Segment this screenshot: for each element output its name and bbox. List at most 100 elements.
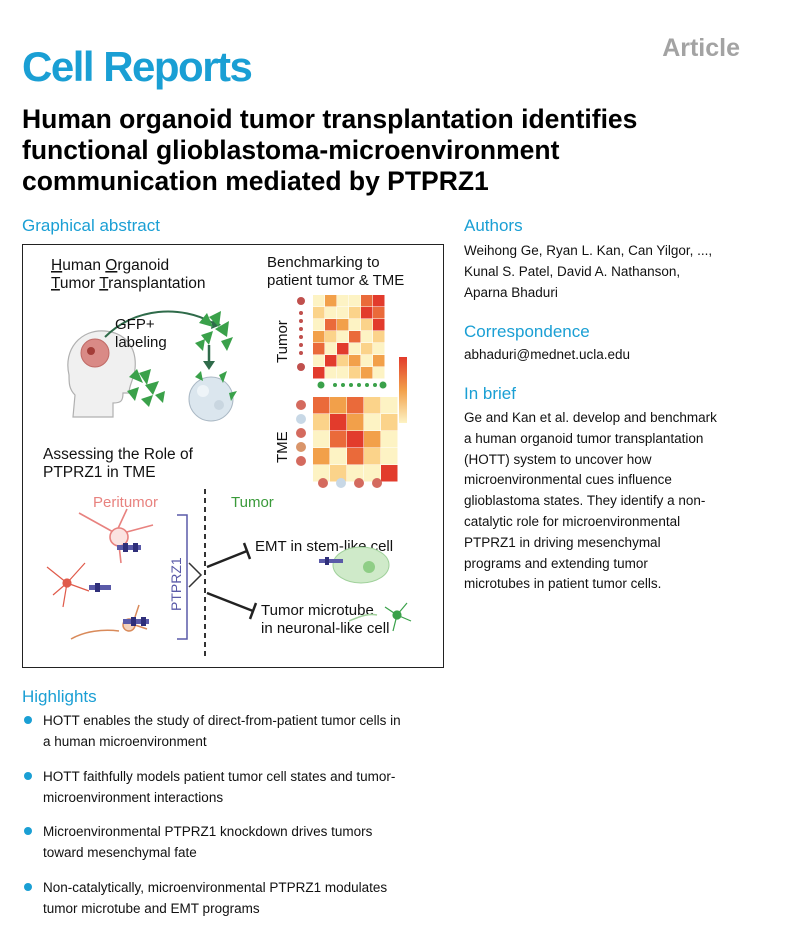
authors-heading: Authors	[464, 216, 523, 235]
benchmark-title-line1: Benchmarking to	[267, 254, 380, 271]
heatmap-cell	[325, 355, 337, 367]
heatmap-cell	[361, 295, 373, 307]
heatmap-cell	[373, 319, 385, 331]
gfp-label-line2: labeling	[115, 334, 167, 351]
microtube-label-line1: Tumor microtube	[261, 602, 374, 619]
heatmap-cell	[337, 355, 349, 367]
article-type-label: Article	[662, 34, 740, 62]
heatmap-cell	[349, 307, 361, 319]
heatmap-cell	[313, 465, 330, 482]
heatmap-cell	[347, 448, 364, 465]
correspondence-heading: Correspondence	[464, 322, 590, 341]
tumor-heatmap-col-icons	[317, 381, 387, 389]
heatmap-cell	[361, 319, 373, 331]
in-brief-line: PTPRZ1 in driving mesenchymal	[464, 534, 661, 550]
heatmap-cell	[347, 414, 364, 431]
tme-axis-label: TME	[274, 431, 291, 463]
in-brief-line: glioblastoma states. They identify a non…	[464, 493, 706, 509]
graphical-abstract-svg: Human Organoid Tumor Transplantation GFP…	[43, 254, 412, 659]
heatmap-cell	[364, 397, 381, 414]
authors-line-1: Weihong Ge, Ryan L. Kan, Can Yilgor, ...…	[464, 243, 713, 258]
heatmap-cell	[330, 397, 347, 414]
heatmap-cell	[349, 343, 361, 355]
heatmap-cell	[373, 355, 385, 367]
heatmap-cell	[325, 307, 337, 319]
heatmap-cell	[349, 355, 361, 367]
authors-line-2: Kunal S. Patel, David A. Nathanson,	[464, 264, 681, 279]
ptprz1-receptor-2	[89, 583, 111, 592]
heatmap-cell	[330, 465, 347, 482]
ptprz1-bracket	[177, 514, 188, 640]
microtube-label-line2: in neuronal-like cell	[261, 620, 389, 637]
in-brief-line: catalytic role for microenvironmental	[464, 513, 681, 529]
heatmap-cell	[337, 343, 349, 355]
ptprz1-receptor-3	[123, 617, 149, 626]
highlight-item: Non-catalytically, microenvironmental PT…	[22, 877, 462, 919]
organoid-icon	[188, 371, 237, 422]
gfp-cells-top-icon	[195, 311, 233, 351]
assess-title-line1: Assessing the Role of	[43, 446, 194, 463]
benchmark-title-line2: patient tumor & TME	[267, 272, 404, 289]
heatmap-cell	[347, 465, 364, 482]
stem-like-cell-icon	[319, 546, 390, 584]
gfp-cells-bottom-icon	[127, 369, 165, 407]
bullet-icon	[24, 827, 32, 835]
heatmap-cell	[364, 465, 381, 482]
heatmap-cell	[361, 331, 373, 343]
in-brief-line: (HOTT) system to uncover how	[464, 451, 652, 467]
ptprz1-receptor-1	[117, 543, 141, 552]
bullet-icon	[24, 716, 32, 724]
heatmap-cell	[349, 319, 361, 331]
heatmap-cell	[373, 343, 385, 355]
heatmap-cell	[330, 448, 347, 465]
bullet-icon	[24, 771, 32, 780]
ptprz1-chevron	[188, 562, 203, 588]
transplant-arrow	[104, 310, 214, 338]
heatmap-cell	[347, 397, 364, 414]
heatmap-cell	[347, 431, 364, 448]
in-brief-line: programs and extending tumor	[464, 555, 648, 571]
heatmap-cell	[313, 343, 325, 355]
heatmap-cell	[337, 367, 349, 379]
highlight-item: HOTT enables the study of direct-from-pa…	[22, 710, 462, 752]
heatmap-cell	[349, 367, 361, 379]
highlight-item: HOTT faithfully models patient tumor cel…	[22, 766, 462, 808]
tumor-label: Tumor	[231, 494, 274, 511]
heatmap-cell	[361, 343, 373, 355]
gfp-label-line1: GFP+	[115, 316, 155, 333]
highlight-item: Microenvironmental PTPRZ1 knockdown driv…	[22, 821, 462, 863]
highlights-heading: Highlights	[22, 687, 97, 706]
heatmap-cell	[313, 295, 325, 307]
panel1-title-line2: Tumor Transplantation	[51, 275, 206, 292]
heatmap-cell	[313, 397, 330, 414]
heatmap-cell	[364, 414, 381, 431]
journal-logo: Cell Reports	[22, 43, 253, 90]
heatmap-cell	[373, 367, 385, 379]
heatmap-cell	[349, 295, 361, 307]
heatmap-cell	[381, 414, 398, 431]
heatmap-cell	[337, 331, 349, 343]
peritumor-label: Peritumor	[93, 494, 158, 511]
heatmap-cell	[364, 448, 381, 465]
tme-heatmap-col-icons	[318, 478, 382, 488]
inhibit-arrow-microtube	[206, 591, 254, 613]
heatmap-cell	[313, 431, 330, 448]
heatmap-cell	[337, 319, 349, 331]
heatmap-cell	[313, 355, 325, 367]
graphical-abstract-heading: Graphical abstract	[22, 216, 160, 235]
astrocyte-cell-icon	[78, 508, 154, 564]
neuron-cell-icon-1	[46, 562, 90, 608]
heatmap-cell	[313, 448, 330, 465]
correspondence-email[interactable]: abhaduri@mednet.ucla.edu	[464, 347, 631, 362]
bullet-icon	[24, 882, 32, 891]
heatmap-cell	[337, 307, 349, 319]
article-title: Human organoid tumor transplantation ide…	[22, 104, 638, 196]
heatmap-cell	[373, 295, 385, 307]
heatmap-cell	[381, 397, 398, 414]
tme-heatmap-row-icons	[296, 400, 306, 466]
in-brief-line: a human organoid tumor transplantation	[464, 430, 704, 446]
human-head-icon	[67, 330, 136, 418]
ptprz1-label: PTPRZ1	[168, 557, 184, 611]
heatmap-cell	[330, 414, 347, 431]
heatmap-cell	[325, 319, 337, 331]
